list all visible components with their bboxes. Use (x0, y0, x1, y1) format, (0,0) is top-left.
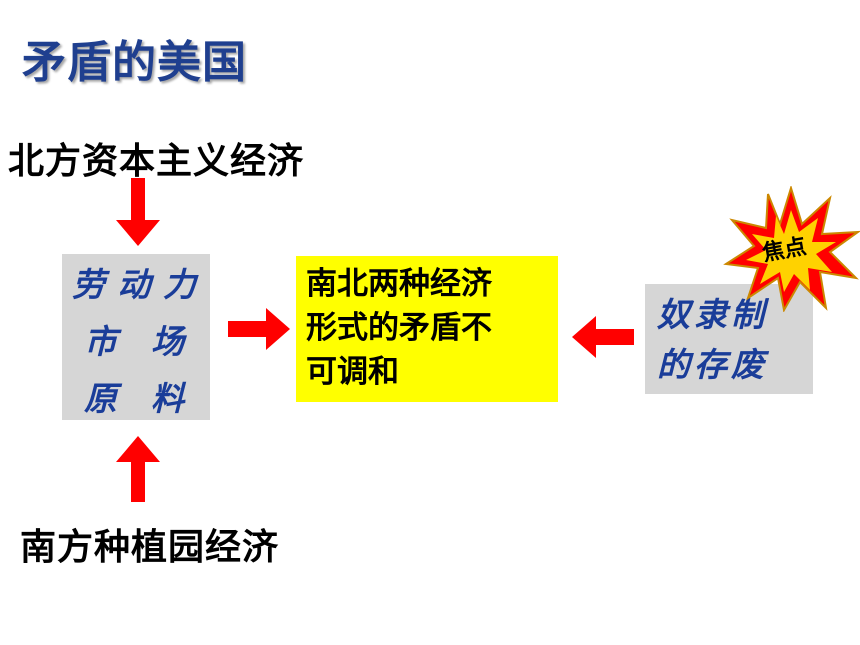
slavery-line-1: 奴隶制 (657, 295, 768, 334)
conflict-box: 南北两种经济 形式的矛盾不 可调和 (296, 256, 558, 402)
down-arrow-icon (116, 178, 160, 246)
starburst-icon (723, 186, 860, 312)
conflict-line-1: 南北两种经济 (306, 266, 492, 302)
factors-box: 劳 动 力 市 场 原 料 (62, 254, 210, 420)
factors-row-3: 原 料 (84, 379, 184, 418)
conflict-line-3: 可调和 (306, 354, 399, 390)
factors-row-1: 劳 动 力 (72, 265, 196, 304)
north-economy-label: 北方资本主义经济 (8, 141, 305, 182)
conflict-line-2: 形式的矛盾不 (306, 310, 492, 346)
south-economy-label: 南方种植园经济 (20, 527, 280, 568)
right-arrow-icon (228, 308, 290, 350)
factors-row-2: 市 场 (84, 322, 184, 361)
page-title: 矛盾的美国 (22, 37, 247, 88)
up-arrow-icon (116, 436, 160, 502)
slavery-line-2: 的存废 (657, 345, 768, 384)
left-arrow-icon (572, 316, 634, 358)
